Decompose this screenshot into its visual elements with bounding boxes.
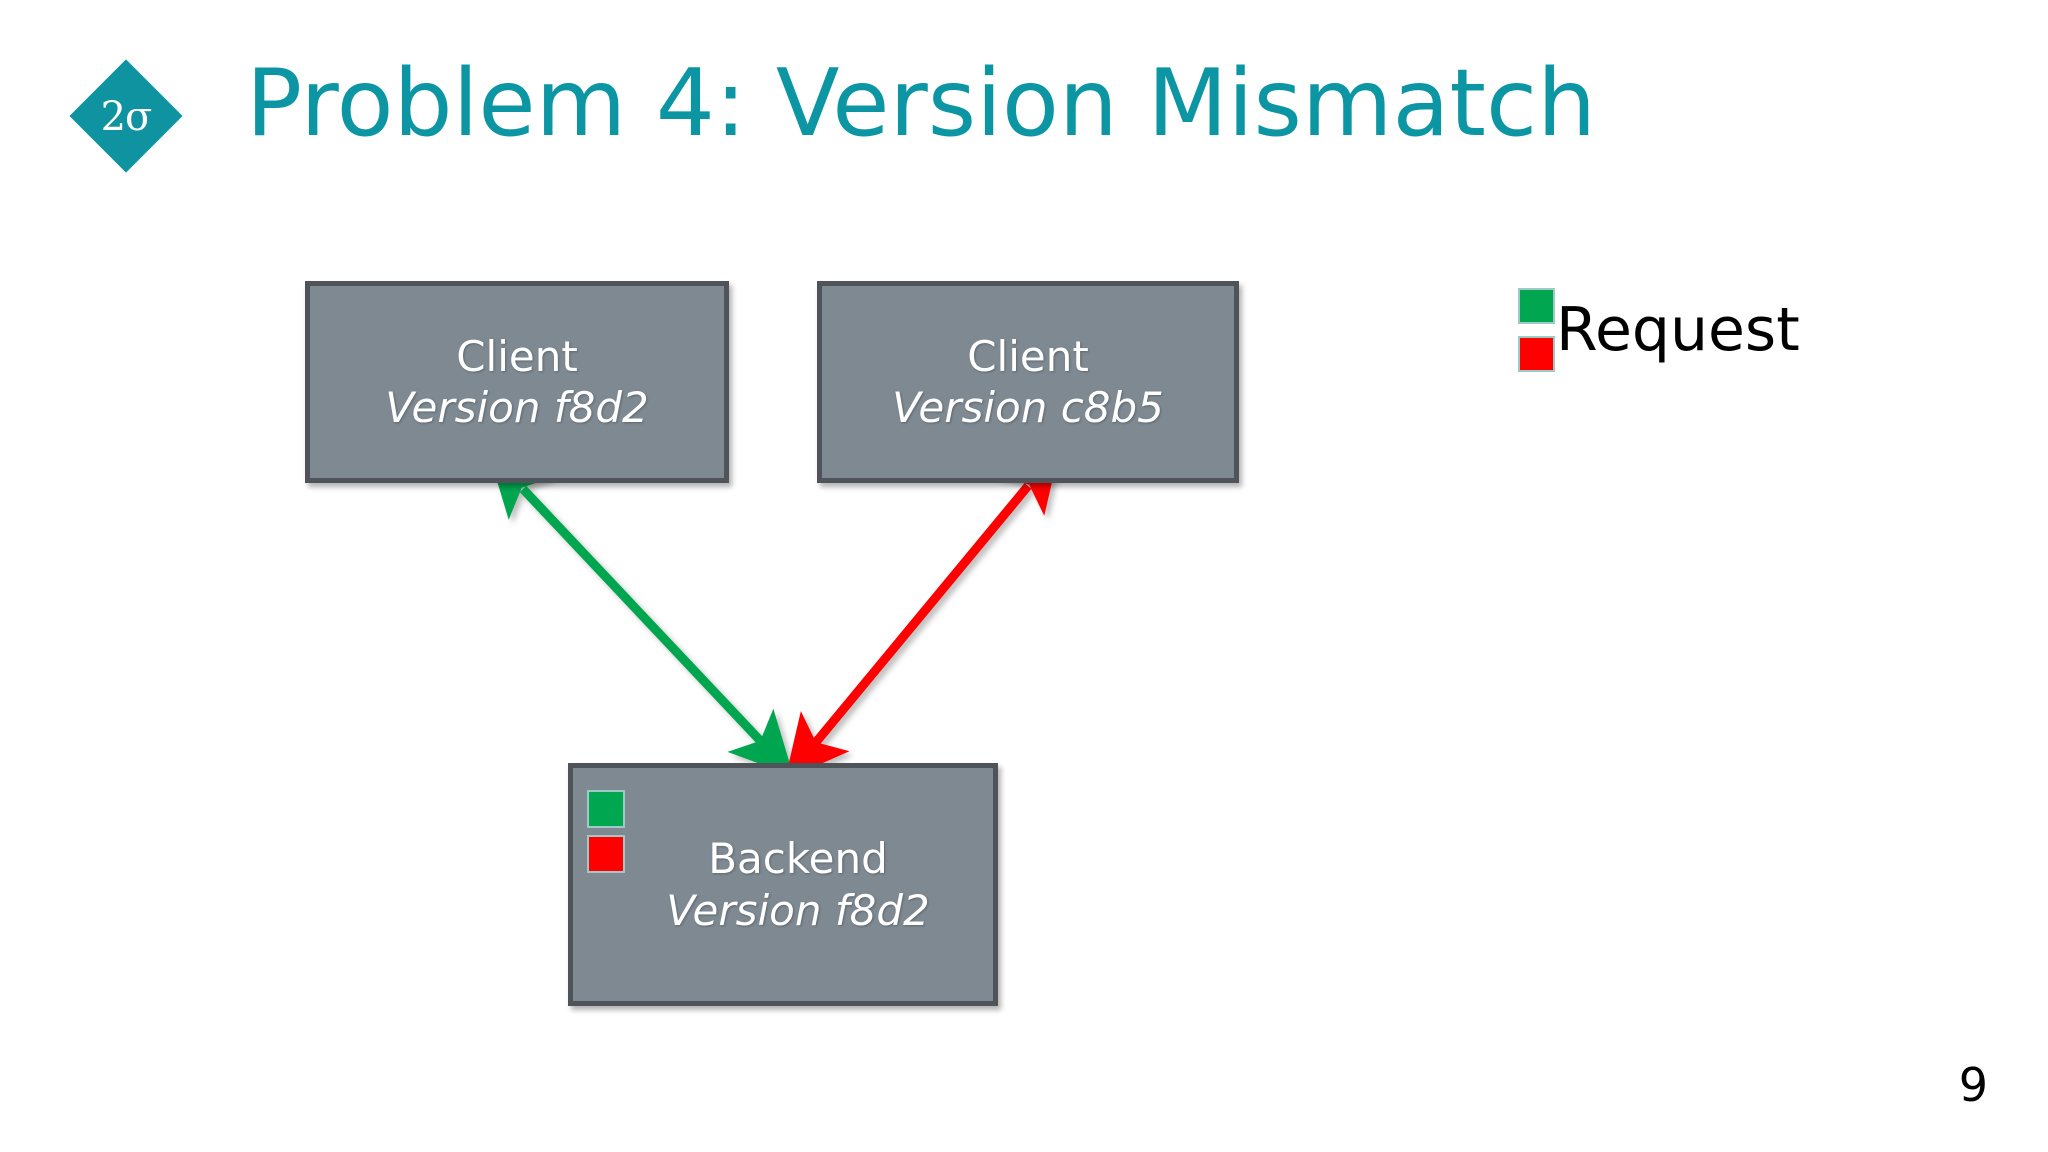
legend: Request — [1518, 288, 1800, 372]
node-client-1[interactable]: Client Version f8d2 — [305, 281, 729, 483]
legend-label: Request — [1556, 295, 1800, 365]
node-client-1-title: Client — [456, 331, 578, 381]
node-client-1-version: Version f8d2 — [385, 383, 649, 432]
node-backend-text: Backend Version f8d2 — [636, 833, 929, 935]
page-title: Problem 4: Version Mismatch — [246, 49, 1597, 157]
legend-swatches — [1518, 288, 1555, 372]
node-client-2-version: Version c8b5 — [892, 383, 1164, 432]
backend-request-swatches — [587, 790, 625, 873]
two-sigma-logo: 2σ — [69, 59, 183, 173]
node-client-2-title: Client — [967, 331, 1089, 381]
page-number: 9 — [1958, 1058, 1988, 1112]
green-request-swatch — [587, 790, 625, 828]
connector-client2-backend — [784, 447, 1061, 780]
slide-header: 2σ Problem 4: Version Mismatch — [0, 0, 2048, 200]
red-request-swatch — [587, 835, 625, 873]
connector-client1-backend — [488, 452, 794, 777]
node-backend-version: Version f8d2 — [666, 885, 930, 935]
node-backend-title: Backend — [708, 834, 888, 884]
node-backend[interactable]: Backend Version f8d2 — [568, 763, 998, 1006]
logo-glyph-label: 2σ — [100, 94, 153, 140]
node-client-2[interactable]: Client Version c8b5 — [817, 281, 1239, 483]
legend-red-request-swatch — [1518, 336, 1555, 372]
legend-green-request-swatch — [1518, 288, 1555, 324]
